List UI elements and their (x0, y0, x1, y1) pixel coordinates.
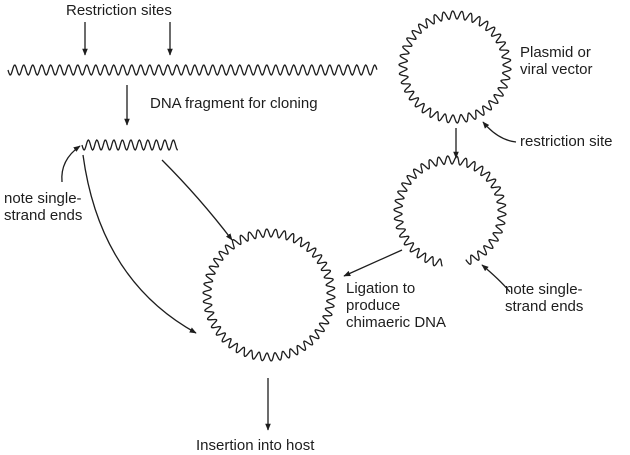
restriction-sites-label: Restriction sites (66, 2, 172, 19)
dna-fragment-helix (81, 139, 178, 151)
arrow-fragment-to-chimaera-inner (161, 159, 233, 241)
ligation-label: Ligation to produce chimaeric DNA (346, 280, 447, 331)
note-single-strand-left-label: note single- strand ends (4, 190, 83, 224)
cut-plasmid-circle (393, 155, 507, 267)
plasmid-vector-label: Plasmid or viral vector (520, 44, 593, 78)
plasmid-vector-circle (398, 10, 512, 124)
note-single-strand-right-label: note single- strand ends (505, 281, 584, 315)
chimaeric-dna-circle (202, 228, 336, 362)
dna-fragment-label: DNA fragment for cloning (150, 95, 318, 112)
genomic-dna-helix (7, 64, 378, 76)
arrow-cut-to-chimaera (343, 249, 403, 277)
insertion-label: Insertion into host (196, 437, 315, 454)
arrow-note-left (61, 145, 81, 183)
restriction-site-label: restriction site (520, 133, 613, 150)
arrow-restriction-site-right (482, 121, 517, 143)
arrow-note-right (481, 264, 511, 293)
arrow-fragment-to-chimaera-outer (82, 154, 197, 334)
